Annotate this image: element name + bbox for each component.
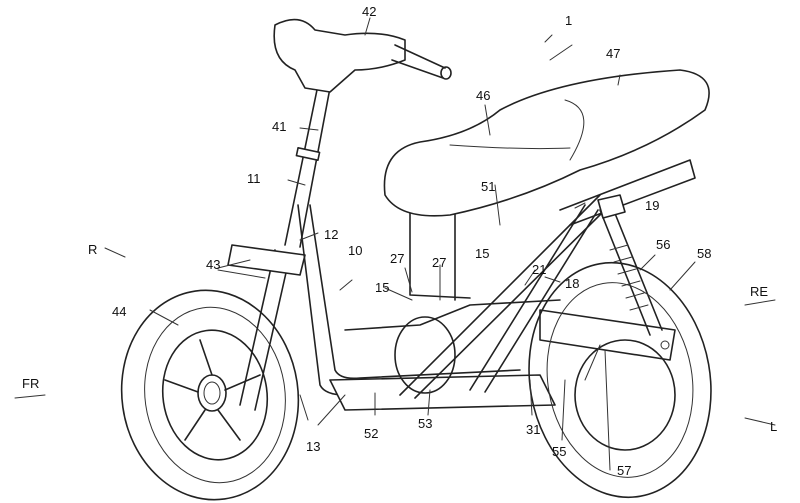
label-27b: 27 <box>432 255 447 270</box>
direction-rear-label: RE <box>750 284 769 299</box>
handlebar <box>273 18 452 93</box>
label-55: 55 <box>552 444 567 459</box>
label-41: 41 <box>272 119 287 134</box>
label-21: 21 <box>532 262 547 277</box>
label-44: 44 <box>112 304 127 319</box>
label-12: 12 <box>324 227 339 242</box>
direction-front-label: FR <box>22 376 40 391</box>
label-31: 31 <box>526 422 541 437</box>
label-57: 57 <box>617 463 632 478</box>
direction-right-label: R <box>88 242 98 257</box>
label-18: 18 <box>565 276 580 291</box>
label-19: 19 <box>645 198 660 213</box>
label-43: 43 <box>206 257 221 272</box>
label-51: 51 <box>481 179 496 194</box>
label-11: 11 <box>247 171 261 186</box>
seat <box>383 69 710 217</box>
label-15a: 15 <box>375 280 390 295</box>
power-unit <box>394 309 676 394</box>
direction-left-label: L <box>770 419 778 434</box>
label-27a: 27 <box>390 251 405 266</box>
front-wheel <box>120 289 300 501</box>
main-frame <box>297 159 696 411</box>
label-42: 42 <box>362 4 377 19</box>
leader-lines <box>14 17 776 471</box>
label-52: 53 <box>418 416 433 431</box>
front-fork <box>227 84 331 411</box>
label-15b: 15 <box>475 246 490 261</box>
label-10: 10 <box>348 243 363 258</box>
label-47: 47 <box>606 46 621 61</box>
label-56: 56 <box>656 237 671 252</box>
label-13: 13 <box>306 439 321 454</box>
label-1: 1 <box>565 13 573 28</box>
label-46: 46 <box>476 88 491 103</box>
label-53: 52 <box>364 426 379 441</box>
label-58: 58 <box>697 246 712 261</box>
